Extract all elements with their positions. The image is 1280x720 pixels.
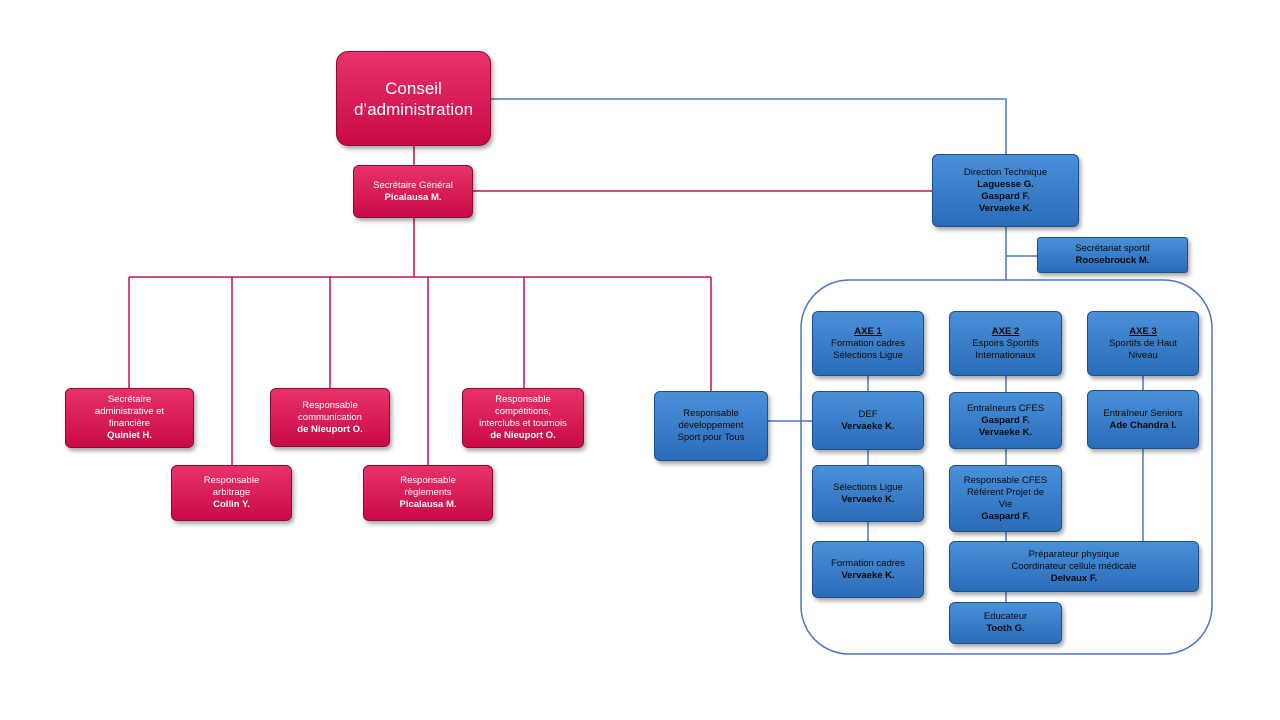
selections-ligue-box[interactable]: Sélections Ligue Vervaeke K.	[812, 465, 924, 522]
conseil-line2: d’administration	[353, 99, 474, 119]
resp-cfes-line2: Référent Projet de	[966, 486, 1045, 498]
formation-cadres-name: Vervaeke K.	[841, 569, 895, 581]
responsable-developpement-box[interactable]: Responsable développement Sport pour Tou…	[654, 391, 768, 461]
selections-ligue-name: Vervaeke K.	[841, 493, 895, 505]
secretaire-administrative-box[interactable]: Secrétaire administrative et financière …	[65, 388, 194, 448]
entraineur-seniors-name: Ade Chandra I.	[1109, 419, 1177, 431]
arbitrage-line1: Responsable	[203, 475, 260, 486]
axe2-box[interactable]: AXE 2 Espoirs Sportifs Internationaux	[949, 311, 1062, 376]
direction-technique-name-1: Laguesse G.	[977, 178, 1034, 190]
resp-cfes-line1: Responsable CFES	[963, 474, 1048, 486]
secretaire-admin-name: Quiniet H.	[107, 430, 152, 441]
educateur-box[interactable]: Educateur Tooth G.	[949, 602, 1062, 644]
secretariat-sportif-box[interactable]: Secrétariat sportif Roosebrouck M.	[1037, 237, 1188, 273]
entraineur-seniors-box[interactable]: Entraîneur Seniors Ade Chandra I.	[1087, 390, 1199, 449]
competitions-name: de Nieuport O.	[490, 430, 556, 441]
axe1-line1: Formation cadres	[831, 337, 905, 349]
communication-line2: communication	[298, 411, 362, 423]
secretaire-general-title: Secrétaire Général	[373, 179, 453, 191]
entraineur-seniors-title: Entraîneur Seniors	[1103, 407, 1183, 419]
direction-technique-title: Direction Technique	[963, 166, 1048, 178]
technical-group-frame	[800, 279, 1213, 655]
preparateur-physique-box[interactable]: Préparateur physique Coordinateur cellul…	[949, 541, 1199, 592]
arbitrage-name: Collin Y.	[213, 499, 250, 510]
formation-cadres-box[interactable]: Formation cadres Vervaeke K.	[812, 541, 924, 598]
formation-cadres-title: Formation cadres	[831, 557, 905, 569]
entraineurs-cfes-title: Entraîneurs CFES	[966, 402, 1045, 414]
conseil-administration-box[interactable]: Conseil d’administration	[336, 51, 491, 146]
direction-technique-name-3: Vervaeke K.	[978, 202, 1033, 214]
red-connectors	[128, 146, 932, 465]
preparateur-name: Delvaux F.	[1050, 572, 1098, 584]
resp-cfes-name: Gaspard F.	[981, 510, 1030, 522]
axe1-line2: Sélections Ligue	[833, 349, 903, 361]
entraineurs-cfes-name-1: Gaspard F.	[981, 414, 1030, 426]
def-name: Vervaeke K.	[841, 420, 895, 432]
secretariat-sportif-title: Secrétariat sportif	[1075, 243, 1150, 254]
axe1-box[interactable]: AXE 1 Formation cadres Sélections Ligue	[812, 311, 924, 376]
educateur-name: Tooth G.	[986, 623, 1025, 634]
axe3-line1: Sportifs de Haut	[1108, 337, 1178, 349]
resp-cfes-line3: Vie	[998, 498, 1013, 510]
secretaire-admin-line3: financière	[108, 418, 151, 429]
competitions-line1: Responsable	[495, 394, 551, 405]
reglements-line2: règlements	[404, 487, 452, 498]
secretaire-general-name: Picalausa M.	[384, 191, 442, 203]
developpement-line2: développement	[678, 420, 744, 431]
competitions-line2: compétitions,	[495, 406, 551, 417]
secretaire-admin-line2: administrative et	[94, 406, 165, 417]
def-box[interactable]: DEF Vervaeke K.	[812, 391, 924, 450]
educateur-title: Educateur	[983, 611, 1028, 622]
communication-name: de Nieuport O.	[297, 423, 363, 435]
axe2-heading: AXE 2	[991, 325, 1020, 337]
secretariat-sportif-name: Roosebrouck M.	[1075, 255, 1150, 266]
competitions-line3: interclubs et tournois	[479, 418, 567, 429]
direction-technique-name-2: Gaspard F.	[981, 190, 1030, 202]
conseil-line1: Conseil	[385, 78, 442, 98]
responsable-communication-box[interactable]: Responsable communication de Nieuport O.	[270, 388, 390, 447]
responsable-arbitrage-box[interactable]: Responsable arbitrage Collin Y.	[171, 465, 292, 521]
axe1-heading: AXE 1	[854, 325, 882, 337]
communication-line1: Responsable	[302, 399, 358, 411]
axe3-line2: Niveau	[1128, 349, 1158, 361]
axe2-line1: Espoirs Sportifs	[972, 337, 1039, 349]
entraineurs-cfes-name-2: Vervaeke K.	[978, 426, 1033, 438]
selections-ligue-title: Sélections Ligue	[833, 481, 903, 493]
entraineurs-cfes-box[interactable]: Entraîneurs CFES Gaspard F. Vervaeke K.	[949, 392, 1062, 449]
responsable-reglements-box[interactable]: Responsable règlements Picalausa M.	[363, 465, 493, 521]
preparateur-line1: Préparateur physique	[1028, 548, 1120, 560]
preparateur-line2: Coordinateur cellule médicale	[1011, 560, 1137, 572]
developpement-line3: Sport pour Tous	[677, 432, 745, 443]
axe3-box[interactable]: AXE 3 Sportifs de Haut Niveau	[1087, 311, 1199, 376]
def-title: DEF	[858, 408, 878, 420]
axe3-heading: AXE 3	[1129, 325, 1157, 337]
reglements-line1: Responsable	[400, 475, 456, 486]
axe2-line2: Internationaux	[975, 349, 1036, 361]
reglements-name: Picalausa M.	[399, 499, 457, 510]
responsable-cfes-box[interactable]: Responsable CFES Référent Projet de Vie …	[949, 465, 1062, 532]
developpement-line1: Responsable	[683, 408, 739, 419]
secretaire-admin-line1: Secrétaire	[107, 394, 152, 405]
direction-technique-box[interactable]: Direction Technique Laguesse G. Gaspard …	[932, 154, 1079, 227]
arbitrage-line2: arbitrage	[212, 487, 251, 498]
secretaire-general-box[interactable]: Secrétaire Général Picalausa M.	[353, 165, 473, 218]
responsable-competitions-box[interactable]: Responsable compétitions, interclubs et …	[462, 388, 584, 448]
